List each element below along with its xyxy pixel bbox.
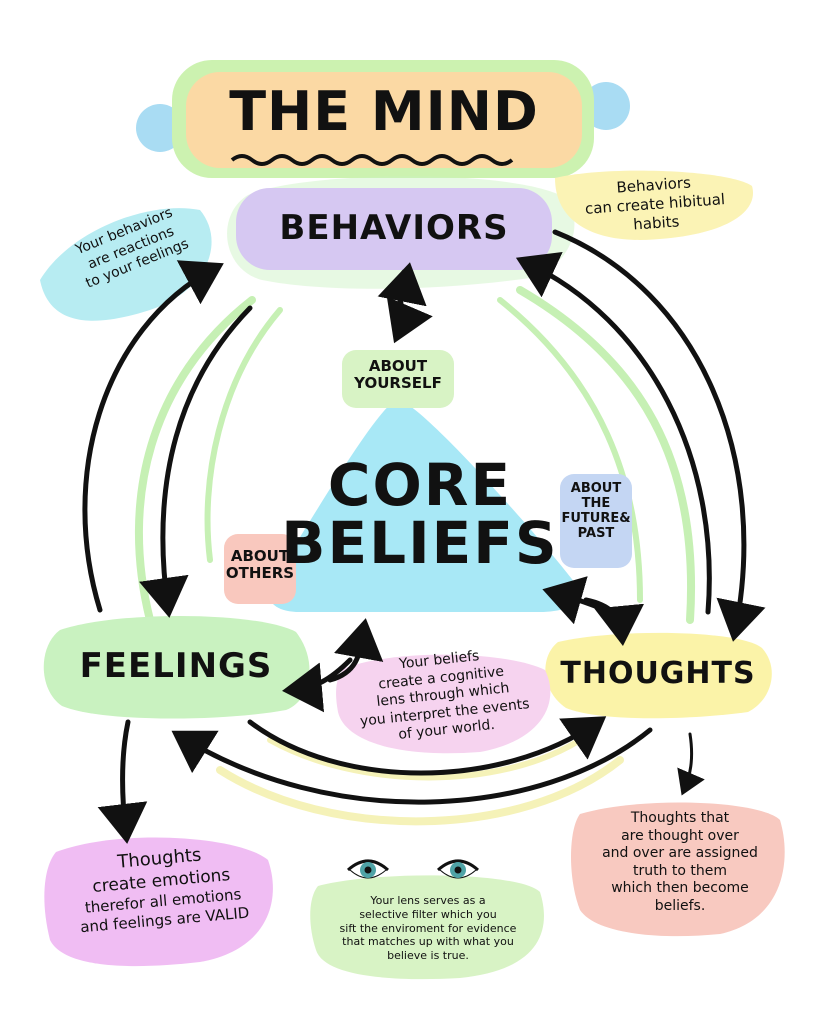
arrow-core-feelings [327,618,384,683]
note-bg-reactions [40,208,212,321]
arrows [82,229,766,844]
tag-bg-others [224,534,296,604]
tag-about-others-line-1: ABOUT [230,547,290,565]
node-feelings: FEELINGS [79,646,273,686]
thoughts-blob [545,632,772,719]
eye-right-icon [436,859,480,879]
node-thoughts: THOUGHTS [560,656,756,691]
title-banner-fill [186,72,582,168]
title-banner [136,60,630,178]
note-filter-line-5: believe is true. [387,949,469,962]
ring-green-left [134,296,256,624]
ring-green-inner-right [497,297,643,603]
note-bg-emotions [44,837,273,967]
tag-about-yourself-line-2: YOURSELF [354,374,442,393]
eyes [346,859,480,879]
tag-about-others-line-2: OTHERS [225,564,295,583]
page-title: THE MIND [229,80,539,143]
core-beliefs-triangle [268,400,581,612]
core-line-2: BELIEFS [281,509,559,577]
note-truth-line-1: Thoughts that [630,810,730,826]
tag-about-future-line-3: FUTURE& [561,510,631,526]
arrow-behaviors-up [377,262,427,307]
tag-about-yourself-line-1: ABOUT [368,357,428,375]
note-truth-line-4: truth to them [632,862,728,879]
note-filter-line-1: Your lens serves as a [370,894,486,907]
ring-yellow-bottom-2 [267,737,583,781]
note-bg-filter [310,875,544,980]
eye-left-icon [346,859,390,879]
note-filter-line-3: sift the enviroment for evidence [339,921,517,935]
arrow-behaviors-to-thoughts [552,229,766,642]
title-squiggle [230,154,514,166]
arrow-thoughts-core [542,576,603,625]
arrow-feelings-to-thoughts [247,716,607,776]
tag-about-future-line-2: THE [581,495,611,511]
note-lens-filter: Your lens serves as a selective filter w… [310,894,546,963]
note-bg-habits [555,170,754,240]
node-behaviors: BEHAVIORS [279,208,509,248]
arrow-feelings-to-behaviors [82,260,224,613]
note-thoughts-truth: Thoughts that are thought over and over … [578,810,782,915]
note-truth-line-5: which then become [611,880,749,896]
note-bg-lens [336,654,551,754]
core-line-1: CORE [327,451,513,519]
note-truth-line-2: are thought over [621,827,739,844]
behaviors-blob [236,188,552,270]
ring-green-right [516,286,695,624]
feelings-blob [43,615,310,719]
note-bg-truth [571,802,785,937]
tag-about-future-line-1: ABOUT [570,481,622,496]
arrow-feelings-down [97,719,148,844]
arrow-thoughts-down [677,732,705,796]
ring-green-inner-left [204,307,283,563]
tag-bg-future [560,474,632,568]
note-filter-line-4: that matches up with what you [342,935,514,949]
tag-about-yourself: ABOUT YOURSELF [342,357,454,393]
tag-about-future-line-4: PAST [577,525,615,541]
arrow-thoughts-to-behaviors [515,251,712,615]
tag-bg-yourself [342,350,454,408]
arrow-thoughts-to-feelings [171,727,653,805]
arrow-core-thoughts [583,597,645,646]
note-filter-line-2: selective filter which you [359,907,497,921]
tag-about-others: ABOUT OTHERS [222,547,298,583]
note-truth-line-3: and over are assigned [602,845,758,861]
arrow-behaviors-to-feelings [139,305,253,618]
arrow-feelings-core [282,657,353,713]
node-core-beliefs: CORE BELIEFS [270,456,570,572]
tag-about-future: ABOUT THE FUTURE& PAST [558,481,634,542]
ring-yellow-bottom [216,756,624,826]
note-truth-line-6: beliefs. [654,897,706,914]
